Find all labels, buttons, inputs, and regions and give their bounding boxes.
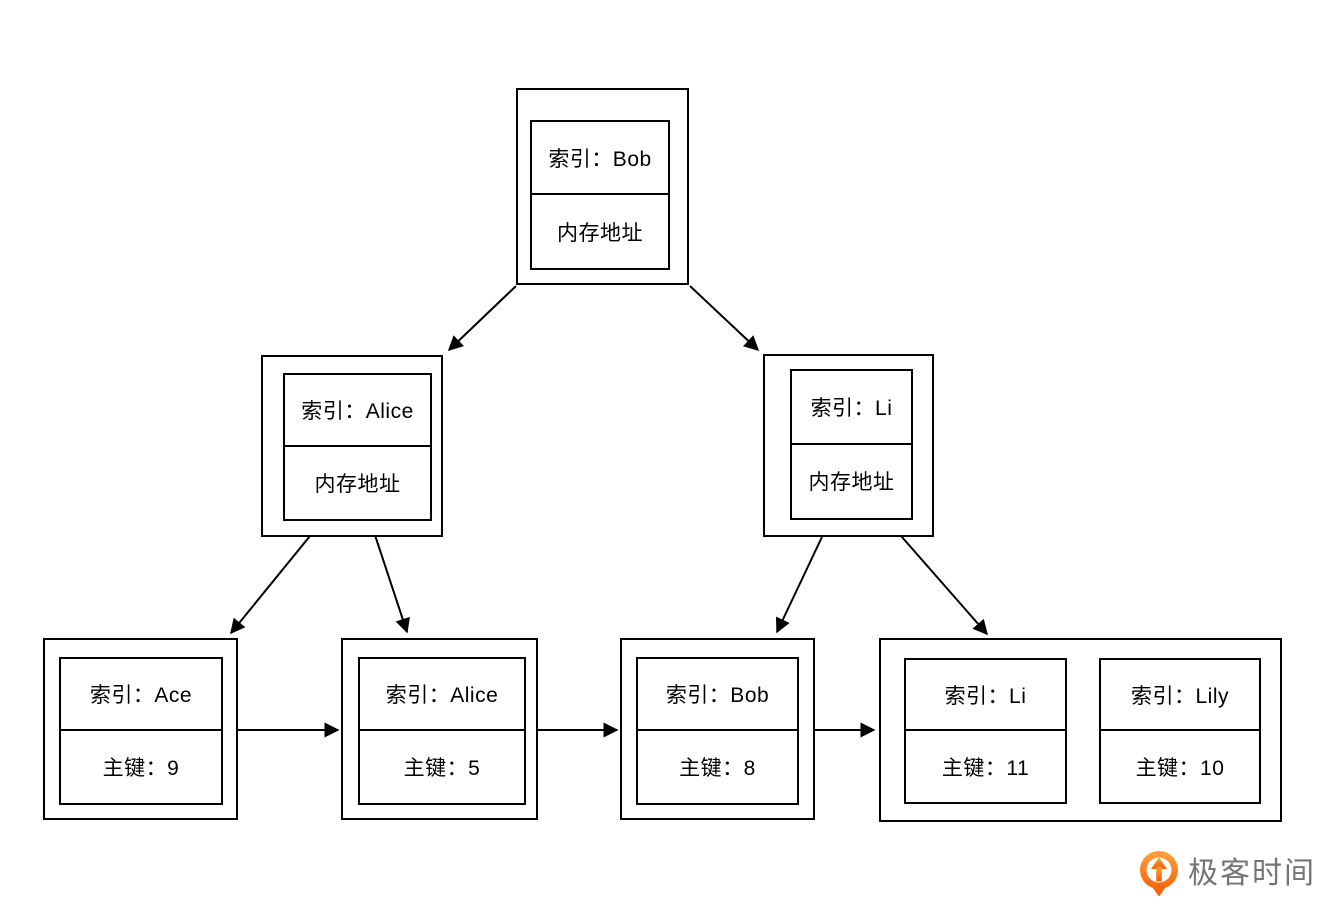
leaf-alice-index-label: 索引：Alice [360, 659, 524, 731]
edge-alice-to-alice [369, 519, 410, 634]
geektime-logo-icon [1140, 851, 1178, 897]
leaf-lily-cell: 索引：Lily 主键：10 [1099, 658, 1261, 804]
leaf-ace-cell: 索引：Ace 主键：9 [59, 657, 223, 805]
node-alice-memory-label: 内存地址 [314, 473, 401, 496]
leaf-li-index-label: 索引：Li [906, 660, 1065, 731]
edge-root-to-alice [447, 285, 517, 352]
node-li-memory-label: 内存地址 [808, 471, 895, 495]
node-alice-index-label: 索引：Alice [285, 375, 430, 447]
edge-alice-to-ace [230, 519, 324, 635]
leaf-bob-cell: 索引：Bob 主键：8 [636, 657, 799, 805]
leaf-node-alice: 索引：Alice 主键：5 [341, 638, 538, 820]
node-li-cell: 索引：Li 内存地址 [790, 369, 913, 520]
leaf-lily-pk-label: 主键：10 [1135, 756, 1225, 780]
node-root: 索引：Bob 内存地址 [516, 88, 689, 285]
leaf-alice-pk-label: 主键：5 [403, 757, 481, 780]
geektime-logo: 极客时间 [1138, 851, 1316, 897]
leaf-li-cell: 索引：Li 主键：11 [904, 658, 1067, 804]
leaf-node-group-li-lily: 索引：Li 主键：11 索引：Lily 主键：10 [879, 638, 1282, 822]
node-li: 索引：Li 内存地址 [763, 354, 934, 537]
leaf-alice-cell: 索引：Alice 主键：5 [358, 657, 526, 805]
node-root-index-label: 索引：Bob [532, 122, 668, 195]
leaf-ace-index-label: 索引：Ace [61, 659, 221, 731]
leaf-bob-pk-label: 主键：8 [679, 757, 756, 780]
leaf-ace-pk-label: 主键：9 [102, 757, 180, 780]
node-alice: 索引：Alice 内存地址 [261, 355, 443, 537]
edge-root-to-li [689, 285, 760, 352]
leaf-lily-index-label: 索引：Lily [1101, 660, 1259, 731]
leaf-bob-index-label: 索引：Bob [638, 659, 797, 731]
geektime-logo-text: 极客时间 [1188, 857, 1316, 890]
edge-li-to-group [886, 519, 988, 636]
node-root-cell: 索引：Bob 内存地址 [530, 120, 670, 270]
node-li-index-label: 索引：Li [792, 371, 911, 445]
leaf-node-ace: 索引：Ace 主键：9 [43, 638, 238, 820]
leaf-li-pk-label: 主键：11 [941, 756, 1030, 780]
leaf-node-bob: 索引：Bob 主键：8 [620, 638, 815, 820]
edge-li-to-bob [775, 519, 831, 634]
node-root-memory-label: 内存地址 [557, 221, 643, 245]
node-alice-cell: 索引：Alice 内存地址 [283, 373, 432, 521]
